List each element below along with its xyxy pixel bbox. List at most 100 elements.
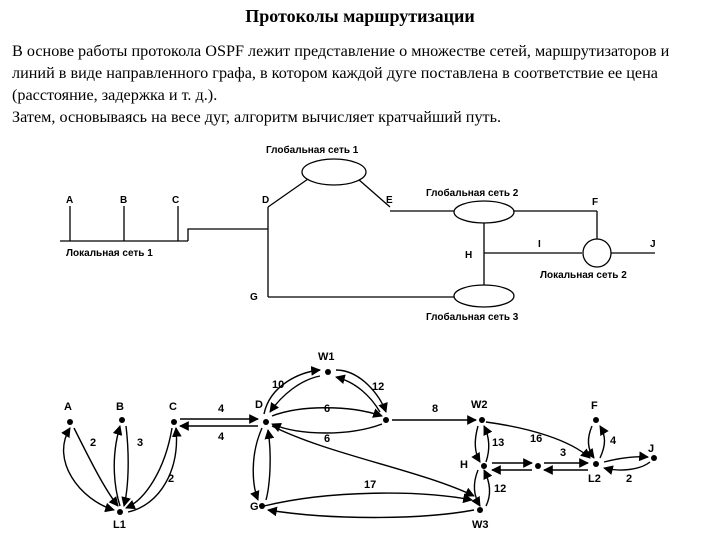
weight-h-l2-top: 16 <box>530 433 542 445</box>
vertex-b <box>119 417 125 423</box>
edge-l2-f <box>599 425 609 459</box>
link-net1-to-d <box>187 228 268 241</box>
local-net-2-label: Локальная сеть 2 <box>540 270 627 281</box>
vertex-j <box>651 455 657 461</box>
weight-b-l1: 3 <box>137 437 143 449</box>
vertex-l2 <box>593 461 599 467</box>
vertex-c <box>171 419 177 425</box>
edge-d-e-upper <box>271 407 383 418</box>
vertex-f <box>593 417 599 423</box>
edge-g-w3 <box>263 492 473 507</box>
graph-node-w3: W3 <box>472 519 489 531</box>
edge-d-e-lower <box>271 422 383 434</box>
weight-h-l2-mid: 3 <box>560 447 566 459</box>
graph-node-l2: L2 <box>588 473 601 485</box>
slide-text: В основе работы протокола OSPF лежит пре… <box>12 40 712 128</box>
vertex-mid <box>535 463 541 469</box>
weight-w2-h: 13 <box>492 437 504 449</box>
paragraph-shortest-path: Затем, основываясь на весе дуг, алгоритм… <box>12 108 502 126</box>
network-labels: A B C D E F G H I J Глобальная сеть 1 Гл… <box>66 144 656 323</box>
vertex-e <box>383 417 389 423</box>
weight-w1-e: 12 <box>372 381 384 393</box>
edge-b-l1 <box>112 425 123 507</box>
graph-node-w2: W2 <box>471 399 488 411</box>
net-node-d: D <box>262 195 269 206</box>
vertex-l1 <box>117 509 123 515</box>
graph-node-b: B <box>116 401 124 413</box>
edge-d-g <box>250 427 263 501</box>
net-node-b: B <box>120 195 127 206</box>
edge-d-w3 <box>271 425 475 497</box>
edge-c-l1-inner <box>127 427 182 513</box>
net-node-i: I <box>538 239 541 250</box>
graph-node-h: H <box>460 459 468 471</box>
weight-c-l1: 2 <box>168 473 174 485</box>
graph-node-w1: W1 <box>318 351 335 363</box>
local-net-2-ring <box>582 238 612 268</box>
edge-d-w1 <box>263 366 321 415</box>
graph-vertices <box>67 369 657 515</box>
net-node-h: H <box>465 250 472 261</box>
net-node-j: J <box>650 239 656 250</box>
global-net-3-label: Глобальная сеть 3 <box>426 311 519 323</box>
graph-node-l1: L1 <box>113 519 126 531</box>
local-net-1-label: Локальная сеть 1 <box>66 248 153 259</box>
weight-l2-j: 2 <box>626 473 632 485</box>
edge-w2-l2 <box>485 421 591 459</box>
graph-node-g: G <box>250 501 259 513</box>
vertex-d <box>263 419 269 425</box>
weight-e-w2: 8 <box>432 403 438 415</box>
vertex-w2 <box>479 417 485 423</box>
global-net-2-label: Глобальная сеть 2 <box>426 187 519 199</box>
net-node-g: G <box>250 292 258 303</box>
edge-w1-w2 <box>335 369 388 413</box>
edge-h-w2 <box>483 425 493 463</box>
graph-node-d: D <box>255 399 263 411</box>
weight-d-e-lower: 6 <box>324 433 330 445</box>
graph-node-f: F <box>591 400 598 412</box>
graph-node-a: A <box>64 401 72 413</box>
global-net-2-cloud <box>453 200 515 224</box>
net-node-f: F <box>592 197 598 208</box>
edge-a-l1 <box>61 427 115 513</box>
edge-w3-h <box>483 469 493 507</box>
net-node-c: C <box>172 195 179 206</box>
edge-w2-h <box>471 425 481 463</box>
vertex-w3 <box>477 507 483 513</box>
weight-d-e-upper: 6 <box>324 403 330 415</box>
edge-h-w3 <box>471 469 481 507</box>
weight-a-l1: 2 <box>90 437 96 449</box>
vertex-h <box>481 463 487 469</box>
paragraph-ospf-description: В основе работы протокола OSPF лежит пре… <box>12 42 670 104</box>
edge-l2-j <box>603 451 649 463</box>
edge-b-l1-inner <box>121 425 131 507</box>
weight-c-d: 4 <box>218 403 225 415</box>
vertex-w1 <box>325 369 331 375</box>
global-net-3-cloud <box>453 284 515 308</box>
edge-a-l1-inner <box>73 427 119 507</box>
edge-w2-w1 <box>335 374 381 413</box>
graph-edges <box>61 366 651 519</box>
edge-c-l1 <box>125 427 173 510</box>
weight-d-c: 4 <box>218 431 225 443</box>
edge-w3-g <box>267 506 475 519</box>
weight-d-w1: 10 <box>272 379 284 391</box>
edge-f-l2 <box>584 425 595 459</box>
graph-node-c: C <box>169 401 177 413</box>
weight-f-l2: 4 <box>610 435 617 447</box>
vertex-a <box>67 419 73 425</box>
global-net-1-cloud <box>301 158 367 186</box>
graph-labels: A B C D W1 W2 F H G L1 L2 W3 J 2 3 2 4 4… <box>64 351 654 531</box>
weight-h-w3: 12 <box>494 483 506 495</box>
net-node-a: A <box>66 195 73 206</box>
slide-title: Протоколы маршрутизации <box>245 6 475 26</box>
graph-node-j: J <box>648 443 654 455</box>
edge-j-l2 <box>603 461 651 475</box>
network-topology <box>60 158 655 308</box>
weight-g-w3: 17 <box>364 479 376 491</box>
edge-g-d <box>264 429 275 501</box>
vertex-g <box>259 503 265 509</box>
edge-w1-d <box>269 375 321 413</box>
global-net-1-label: Глобальная сеть 1 <box>266 144 359 156</box>
